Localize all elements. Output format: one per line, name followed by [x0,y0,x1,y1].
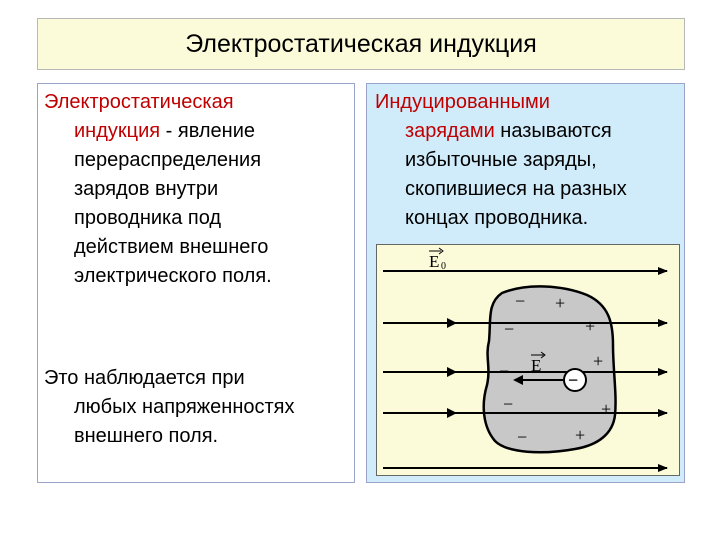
external-field-label: E [429,252,439,271]
induced-term-line2: зарядами [405,120,495,142]
induced-line: скопившиеся на разных [375,175,627,204]
positive-charge: + [555,293,565,313]
definition-line: проводника под [44,204,272,233]
test-charge-sign: − [568,370,578,390]
positive-charge: + [585,316,595,336]
negative-charge: − [515,291,525,311]
note-paragraph: Это наблюдается при любых напряженностях… [44,364,295,451]
negative-charge: − [517,427,527,447]
external-field-subscript: 0 [441,261,446,272]
definition-line: действием внешнего [44,233,272,262]
induced-term-line1: Индуцированными [375,88,627,117]
field-arrowhead [447,318,457,328]
positive-charge: + [575,425,585,445]
induced-rest-line2: называются [495,120,612,142]
note-line: внешнего поля. [44,422,295,451]
negative-charge: − [499,361,509,381]
note-line: Это наблюдается при [44,364,295,393]
definition-line2: индукция - явление [44,117,272,146]
left-panel: Электростатическая индукция - явление пе… [37,83,355,483]
induced-line: концах проводника. [375,204,627,233]
induced-line2: зарядами называются [375,117,627,146]
negative-charge: − [503,394,513,414]
definition-line: перераспределения [44,146,272,175]
page-title: Электростатическая индукция [185,30,536,59]
field-arrowhead [447,408,457,418]
induction-diagram: E 0 − − − − − + + + + + E ′ − [376,244,680,476]
field-arrowhead [447,367,457,377]
positive-charge: + [601,399,611,419]
definition-term-line1: Электростатическая [44,88,272,117]
negative-charge: − [504,319,514,339]
definition-rest-line2: - явление [160,120,255,142]
positive-charge: + [593,351,603,371]
note-line: любых напряженностях [44,393,295,422]
definition-line: зарядов внутри [44,175,272,204]
induced-charges-paragraph: Индуцированными зарядами называются избы… [375,88,627,233]
internal-field-label: E [531,356,541,375]
induced-line: избыточные заряды, [375,146,627,175]
title-bar: Электростатическая индукция [37,18,685,70]
definition-paragraph: Электростатическая индукция - явление пе… [44,88,272,291]
definition-line: электрического поля. [44,262,272,291]
induction-diagram-svg: E 0 − − − − − + + + + + E ′ − [377,245,679,475]
definition-term-line2: индукция [74,120,160,142]
